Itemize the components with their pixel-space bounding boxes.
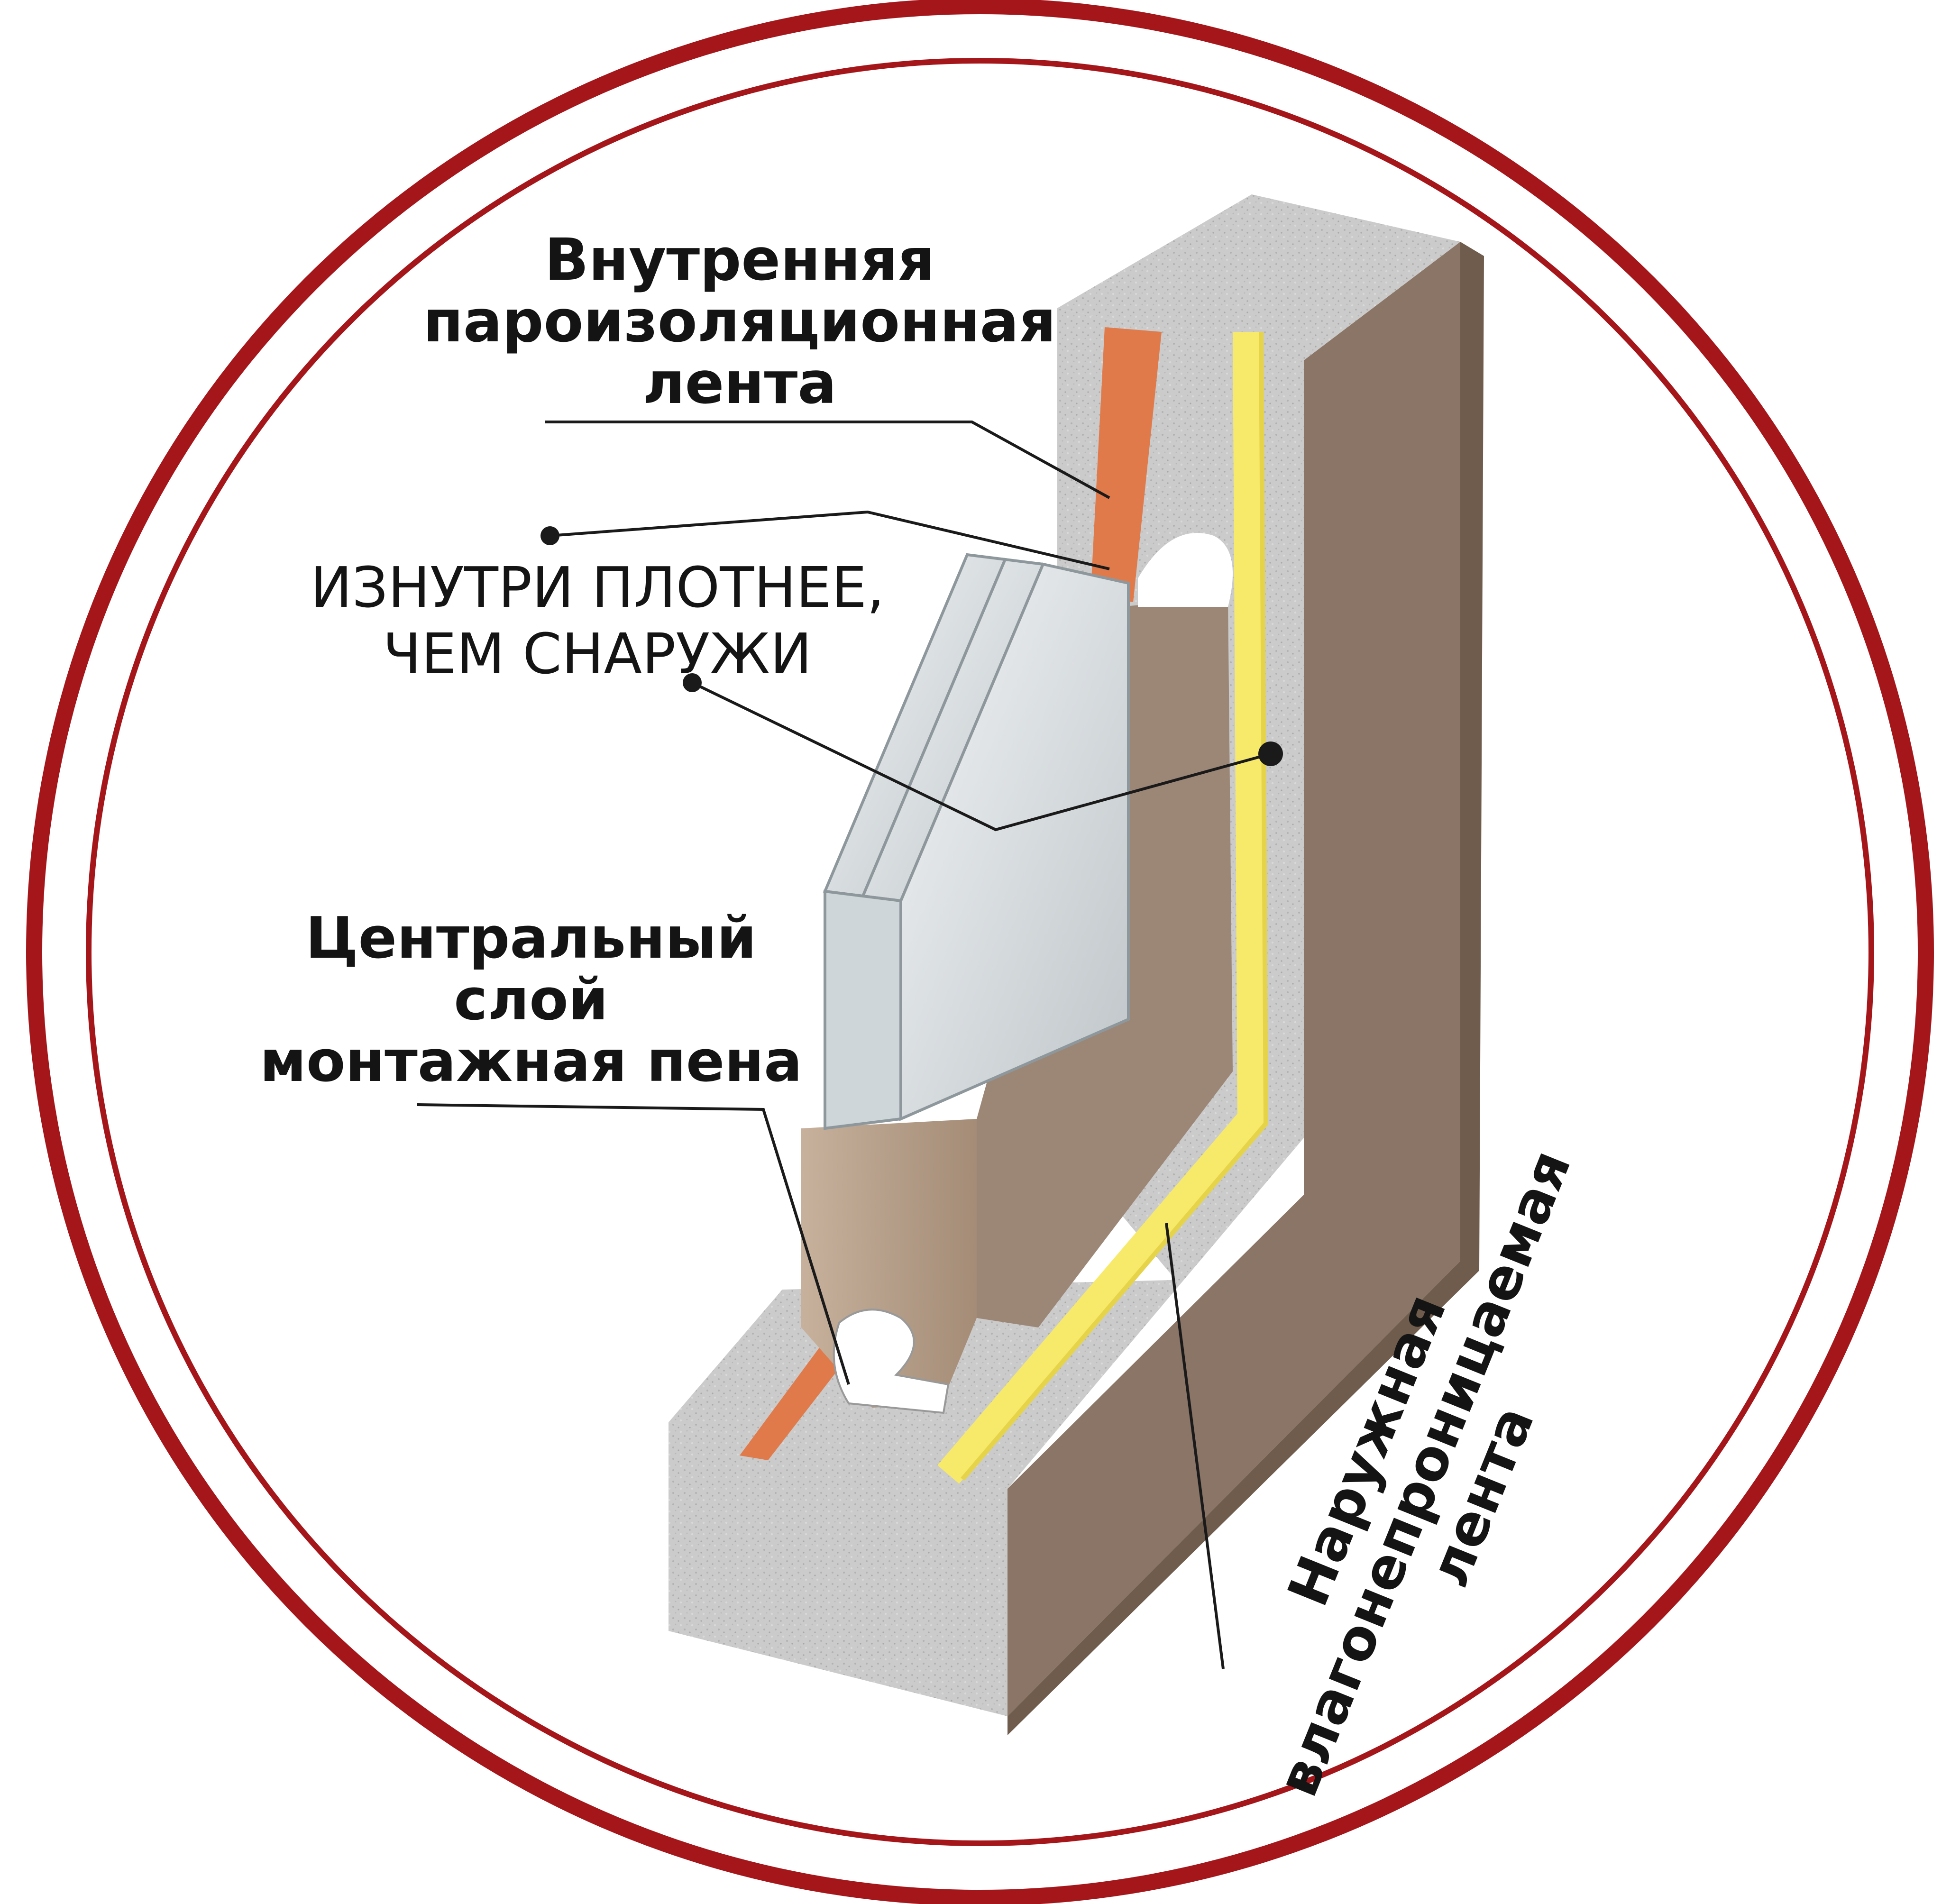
glass-edge — [824, 889, 902, 1130]
window-unit — [801, 533, 1233, 1414]
leader-outer-tape — [1165, 1223, 1225, 1669]
leader-dots — [540, 526, 1283, 766]
leader-central-layer — [417, 1103, 850, 1385]
outer-moisture-tape-edge — [961, 331, 1268, 1481]
inner-vapor-tape-top — [1090, 327, 1162, 602]
dot-outer-tape — [1258, 741, 1283, 766]
wall-top-concrete — [1057, 194, 1460, 360]
leader-inner-tape — [545, 421, 1110, 499]
label-central-layer: Центральный слой монтажная пена — [260, 906, 802, 1095]
label-inner-tape-line-2: пароизоляционная — [423, 288, 1056, 355]
outer-moisture-tape — [937, 331, 1266, 1484]
mounting-foam — [833, 1309, 950, 1414]
ring-outer — [26, 0, 1934, 1904]
wall-side — [1007, 242, 1484, 1735]
leader-lines — [417, 421, 1271, 1669]
inner-vapor-tape-sill — [740, 1346, 849, 1460]
sill-concrete-front — [669, 1422, 1007, 1716]
label-denser-inside: ИЗНУТРИ ПЛОТНЕЕ, ЧЕМ СНАРУЖИ — [310, 555, 884, 687]
leader-denser-inside-bottom — [691, 681, 1271, 832]
dot-denser-inside-top — [540, 526, 559, 545]
leader-denser-inside-top — [550, 510, 1110, 570]
label-central-layer-line-1: Центральный — [305, 906, 756, 971]
ring-frame — [26, 0, 1934, 1904]
label-inner-tape: Внутренняя пароизоляционная лента — [423, 226, 1056, 417]
label-denser-inside-line-2: ЧЕМ СНАРУЖИ — [383, 621, 812, 687]
label-central-layer-line-3: монтажная пена — [260, 1029, 802, 1095]
label-central-layer-line-2: слой — [454, 967, 608, 1033]
mounting-foam-top — [1138, 533, 1233, 607]
label-denser-inside-line-1: ИЗНУТРИ ПЛОТНЕЕ, — [310, 555, 884, 620]
ring-inner — [86, 58, 1874, 1846]
label-inner-tape-line-3: лента — [642, 349, 836, 417]
wall-face — [1007, 242, 1460, 1716]
dot-denser-inside-bottom — [683, 673, 702, 692]
label-inner-tape-line-1: Внутренняя — [545, 226, 935, 293]
